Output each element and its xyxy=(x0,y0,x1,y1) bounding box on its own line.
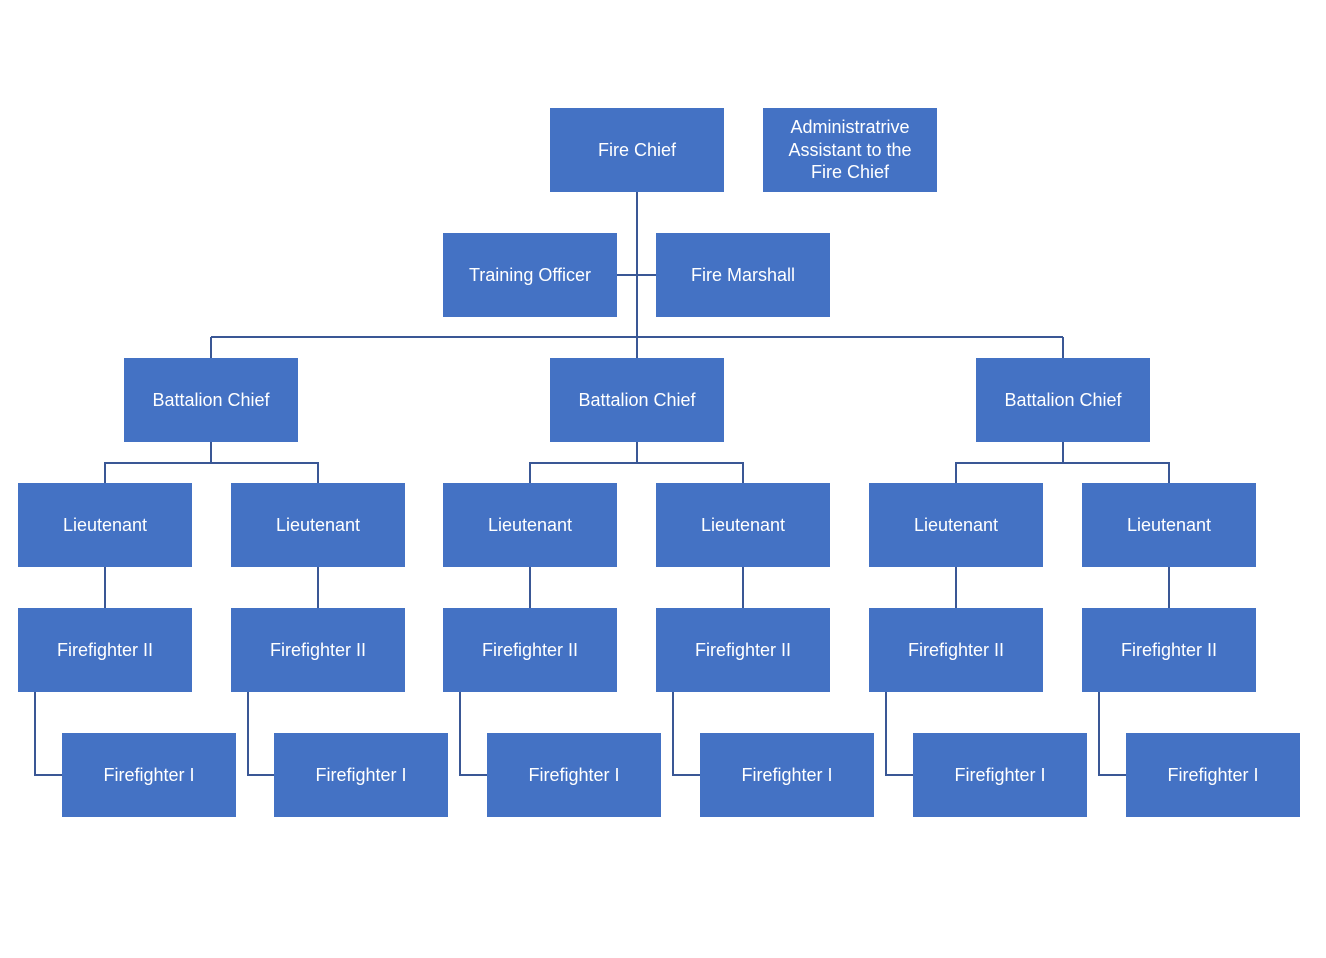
node-firefighter1-5[interactable]: Firefighter I xyxy=(913,733,1087,817)
node-lieutenant-5[interactable]: Lieutenant xyxy=(869,483,1043,567)
node-label: Firefighter I xyxy=(103,764,195,785)
node-lieutenant-2[interactable]: Lieutenant xyxy=(231,483,405,567)
node-label: Fire Marshall xyxy=(690,264,796,285)
node-label: Firefighter I xyxy=(741,764,833,785)
connector-ff2-4-ff1 xyxy=(672,692,700,776)
node-firefighter2-5[interactable]: Firefighter II xyxy=(869,608,1043,692)
connector-battalion-2-branch xyxy=(529,462,744,483)
node-lieutenant-3[interactable]: Lieutenant xyxy=(443,483,617,567)
node-label: Firefighter I xyxy=(315,764,407,785)
node-label: Lieutenant xyxy=(62,514,148,535)
node-fire-chief[interactable]: Fire Chief xyxy=(550,108,724,192)
node-firefighter1-6[interactable]: Firefighter I xyxy=(1126,733,1300,817)
node-label: Firefighter II xyxy=(1120,639,1218,660)
node-label: Lieutenant xyxy=(1126,514,1212,535)
connector-ff2-3-ff1 xyxy=(459,692,487,776)
node-firefighter1-4[interactable]: Firefighter I xyxy=(700,733,874,817)
connector-ff2-2-ff1 xyxy=(247,692,274,776)
node-battalion-chief-3[interactable]: Battalion Chief xyxy=(976,358,1150,442)
node-label: Lieutenant xyxy=(913,514,999,535)
node-training-officer[interactable]: Training Officer xyxy=(443,233,617,317)
node-firefighter2-1[interactable]: Firefighter II xyxy=(18,608,192,692)
node-firefighter1-1[interactable]: Firefighter I xyxy=(62,733,236,817)
node-label: Fire Chief xyxy=(597,139,677,160)
node-label: Firefighter II xyxy=(694,639,792,660)
connector-ff2-5-ff1 xyxy=(885,692,913,776)
node-firefighter1-3[interactable]: Firefighter I xyxy=(487,733,661,817)
node-firefighter1-2[interactable]: Firefighter I xyxy=(274,733,448,817)
node-label: Battalion Chief xyxy=(152,389,270,410)
node-battalion-chief-2[interactable]: Battalion Chief xyxy=(550,358,724,442)
node-label: Lieutenant xyxy=(700,514,786,535)
node-firefighter2-3[interactable]: Firefighter II xyxy=(443,608,617,692)
node-label: Firefighter II xyxy=(907,639,1005,660)
node-lieutenant-4[interactable]: Lieutenant xyxy=(656,483,830,567)
node-label: Battalion Chief xyxy=(578,389,696,410)
node-label: Firefighter II xyxy=(56,639,154,660)
node-firefighter2-2[interactable]: Firefighter II xyxy=(231,608,405,692)
node-lieutenant-6[interactable]: Lieutenant xyxy=(1082,483,1256,567)
node-label: Lieutenant xyxy=(487,514,573,535)
node-label: Firefighter I xyxy=(1167,764,1259,785)
node-label: Firefighter I xyxy=(954,764,1046,785)
node-label: Battalion Chief xyxy=(1004,389,1122,410)
node-label: Firefighter II xyxy=(269,639,367,660)
connector-ff2-6-ff1 xyxy=(1098,692,1126,776)
node-label: Firefighter II xyxy=(481,639,579,660)
connector-battalion-1-branch xyxy=(104,462,319,483)
node-label: Training Officer xyxy=(468,264,592,285)
node-lieutenant-1[interactable]: Lieutenant xyxy=(18,483,192,567)
node-firefighter2-4[interactable]: Firefighter II xyxy=(656,608,830,692)
node-administrative-assistant[interactable]: Administratrive Assistant to the Fire Ch… xyxy=(763,108,937,192)
connector-ff2-1-ff1 xyxy=(34,692,62,776)
node-fire-marshall[interactable]: Fire Marshall xyxy=(656,233,830,317)
node-battalion-chief-1[interactable]: Battalion Chief xyxy=(124,358,298,442)
node-firefighter2-6[interactable]: Firefighter II xyxy=(1082,608,1256,692)
node-label: Firefighter I xyxy=(528,764,620,785)
node-label: Lieutenant xyxy=(275,514,361,535)
connector-battalion-3-branch xyxy=(955,462,1170,483)
node-label: Administratrive Assistant to the Fire Ch… xyxy=(788,117,912,183)
